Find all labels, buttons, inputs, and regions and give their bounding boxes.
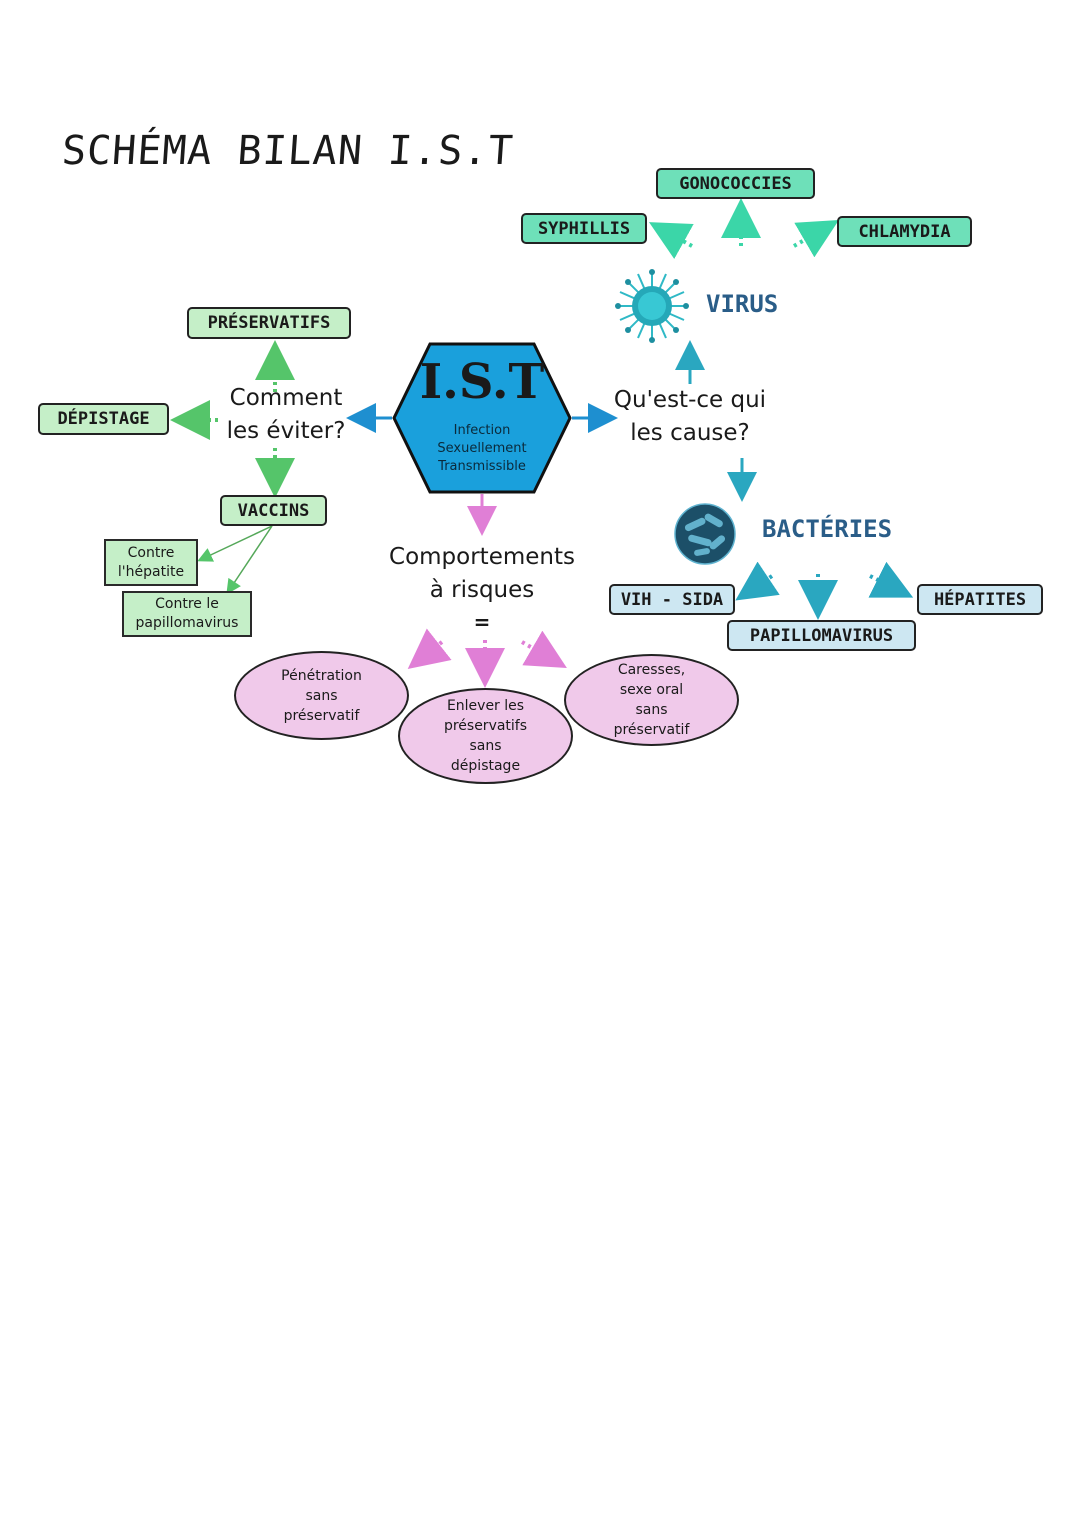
- box-depistage: DÉPISTAGE: [38, 403, 169, 435]
- arrow-virus-syphillis: [649, 222, 694, 260]
- box-chlamydia: CHLAMYDIA: [837, 216, 972, 247]
- arrow-beh-3: [520, 630, 567, 669]
- box-gonococcies: GONOCOCCIES: [656, 168, 815, 199]
- box-papillomavirus: PAPILLOMAVIRUS: [727, 620, 916, 651]
- line-vaccins-papillomavirus: [226, 525, 273, 595]
- box-hepatites: HÉPATITES: [917, 584, 1043, 615]
- box-preservatifs: PRÉSERVATIFS: [187, 307, 351, 339]
- bacteria-icon: [674, 503, 736, 565]
- center-title: I.S.T: [419, 354, 545, 410]
- arrow-bact-hepatites: [868, 561, 914, 598]
- line-vaccins-hepatite: [197, 525, 273, 562]
- behaviour-penetration: Pénétration sans préservatif: [234, 651, 409, 740]
- label-virus: VIRUS: [706, 290, 779, 318]
- center-hexagon: [392, 342, 572, 494]
- behaviour-caresses: Caresses, sexe oral sans préservatif: [564, 654, 739, 746]
- label-bacteries: BACTÉRIES: [762, 515, 893, 543]
- box-vaccins: VACCINS: [220, 495, 327, 526]
- question-causes: Qu'est-ce qui les cause?: [613, 387, 767, 446]
- arrow-beh-1: [407, 628, 452, 669]
- arrow-virus-chlamydia: [792, 219, 839, 258]
- question-prevention: Comment les éviter?: [226, 385, 346, 444]
- arrow-bact-vih: [735, 561, 780, 601]
- equals-sign: =: [473, 610, 491, 634]
- box-syphillis: SYPHILLIS: [521, 213, 647, 244]
- box-contre-papillomavirus: Contre le papillomavirus: [122, 591, 252, 637]
- box-vih-sida: VIH - SIDA: [609, 584, 735, 615]
- virus-icon: [615, 269, 689, 343]
- center-subtitle: Infection Sexuellement Transmissible: [437, 423, 527, 474]
- behaviour-enlever: Enlever les préservatifs sans dépistage: [398, 688, 573, 784]
- box-contre-hepatite: Contre l'hépatite: [104, 539, 198, 586]
- question-behaviours: Comportements à risques: [389, 544, 575, 603]
